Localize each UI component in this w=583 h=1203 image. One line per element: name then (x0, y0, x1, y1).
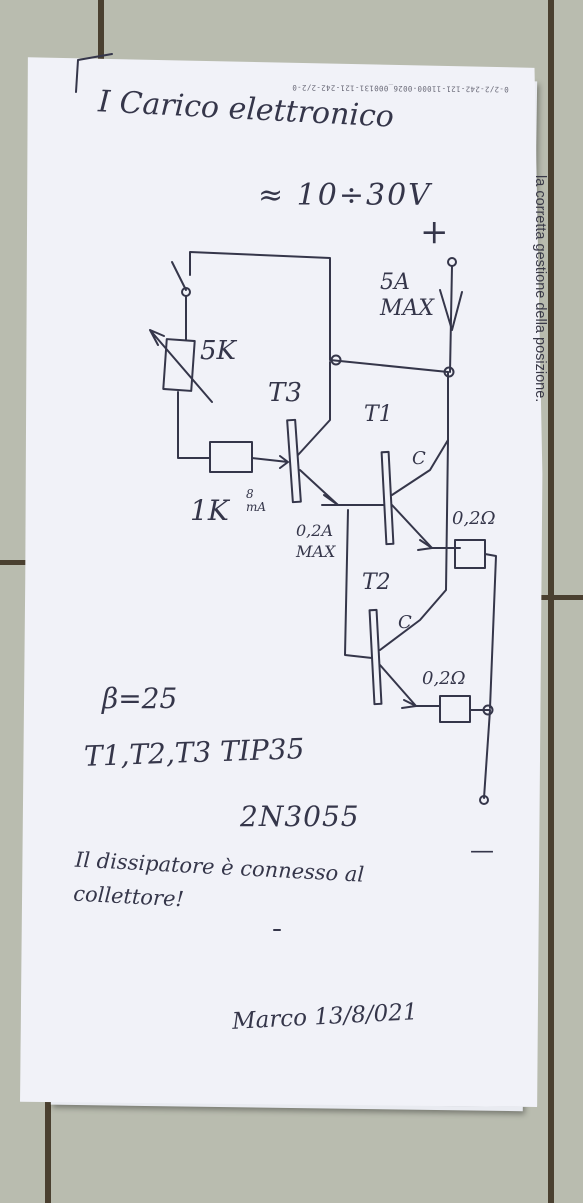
tile-grout (98, 0, 104, 60)
wire-re2 (469, 709, 491, 799)
wire-top (189, 251, 449, 373)
wire-plus (449, 265, 453, 373)
emitter-res-1-label: 0,2Ω (452, 508, 496, 529)
t2-label: T2 (362, 570, 391, 595)
max-current-label: 5A MAX (380, 270, 435, 321)
t2-emitter-arrow-icon (401, 699, 417, 709)
t2-base-bar (368, 608, 383, 706)
t3-collector (297, 361, 331, 456)
alt-transistor: 2N3055 (240, 800, 360, 833)
voltage-range: ≈ 10÷30V (258, 178, 432, 213)
emitter-resistor-1 (454, 539, 486, 569)
emitter-res-2-label: 0,2Ω (422, 668, 466, 689)
pot-body (162, 338, 196, 392)
minus-terminal-node (479, 795, 489, 805)
collector-t1-label: C (412, 448, 426, 469)
wire-pot-to-res (177, 391, 211, 459)
switch-icon (171, 261, 187, 291)
wire-re1 (484, 553, 497, 709)
t1-base-bar (380, 450, 395, 546)
plus-terminal-node (447, 257, 457, 267)
t3-emitter (299, 469, 381, 506)
emitter-resistor-2 (439, 695, 471, 723)
t1-collector (391, 371, 449, 496)
minus-terminal-label: — (470, 836, 494, 864)
t3-emitter-arrow-icon (321, 494, 339, 506)
pot-label: 5K (200, 336, 236, 366)
junction-dot (330, 354, 342, 366)
wire-t1-t2 (344, 509, 373, 659)
note-paper (20, 57, 543, 1107)
t3-current-label: 0,2A MAX (296, 521, 336, 561)
current-arrow-icon (439, 289, 463, 331)
t1-label: T1 (364, 402, 393, 427)
t2-collector (379, 439, 449, 651)
tile-grout (0, 560, 30, 565)
tile-grout (548, 0, 554, 1203)
collector-t2-label: C (398, 612, 412, 633)
base-current-label: 8 mA (246, 487, 267, 514)
junction-dot (443, 366, 455, 378)
base-arrow-icon (251, 455, 289, 469)
t1-emitter-arrow-icon (417, 539, 433, 551)
tile-grout (540, 595, 583, 600)
t3-base-bar (286, 418, 302, 504)
pot-arrow-icon (149, 329, 213, 403)
junction-dot (482, 704, 494, 716)
base-resistor (209, 441, 253, 473)
t1-emitter (391, 504, 461, 549)
t3-label: T3 (268, 378, 302, 408)
tile-grout (45, 1090, 51, 1203)
beta-label: β=25 (102, 682, 178, 715)
base-resistor-label: 1K (190, 494, 229, 527)
plus-terminal-label: + (420, 212, 449, 252)
corner-mark (75, 53, 113, 93)
